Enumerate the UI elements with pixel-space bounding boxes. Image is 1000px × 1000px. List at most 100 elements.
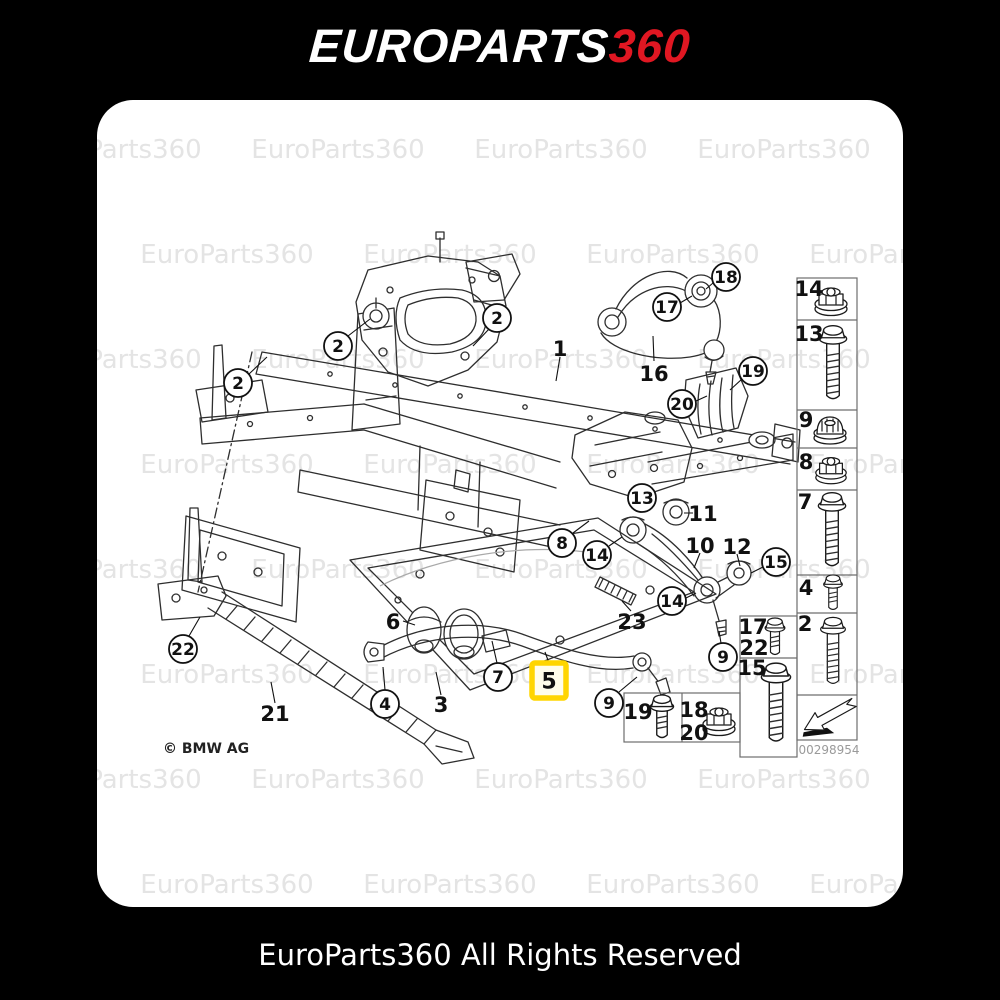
dowel-pin (594, 576, 637, 606)
short-bolt-icon (823, 574, 843, 610)
table-number-15: 15 (737, 656, 766, 680)
callout-number-19: 19 (741, 362, 765, 382)
watermark-text: EuroParts360 (363, 870, 536, 900)
callout-circle-9 (708, 642, 738, 672)
watermark-text: EuroParts360 (140, 660, 313, 690)
watermark-text: EuroParts360 (251, 135, 424, 165)
watermark-text: EuroParts360 (809, 660, 903, 690)
callout-number-9: 9 (717, 648, 729, 668)
callout-circle-2 (223, 368, 253, 398)
callout-circle-4 (370, 689, 400, 719)
callout-number-2: 2 (232, 374, 244, 394)
watermark-text: EuroParts360 (474, 345, 647, 375)
subframe-bushings (406, 606, 485, 660)
watermark-text: EuroParts360 (363, 450, 536, 480)
table-number-14: 14 (794, 277, 823, 301)
callout-circle-2 (323, 331, 353, 361)
callout-circle-13 (627, 483, 657, 513)
callout-circle-15 (761, 547, 791, 577)
callout-number-9: 9 (603, 694, 615, 714)
callout-number-4: 4 (379, 695, 391, 715)
table-number-22: 22 (739, 636, 768, 660)
callout-number-13: 13 (630, 489, 654, 509)
bmw-copyright: © BMW AG (163, 741, 249, 757)
watermark-text: EuroParts360 (697, 765, 870, 795)
watermark-text: EuroParts360 (586, 870, 759, 900)
europarts360-logo: EUROPARTS360 (0, 18, 1000, 73)
watermark-text: EuroParts360 (251, 555, 424, 585)
watermark-text: EuroParts360 (97, 765, 202, 795)
watermark-text: EuroParts360 (474, 765, 647, 795)
watermark-layer: EuroParts360EuroParts360EuroParts360Euro… (97, 135, 903, 900)
callout-circle-17 (652, 292, 682, 322)
table-number-8: 8 (799, 450, 814, 474)
table-number-2: 2 (798, 612, 813, 636)
watermark-text: EuroParts360 (97, 135, 202, 165)
callout-circle-7 (483, 662, 513, 692)
callout-number-15: 15 (764, 553, 788, 573)
leader-lines (188, 282, 764, 704)
callout-number-18: 18 (714, 268, 738, 288)
subframe-assembly (181, 231, 801, 623)
callout-number-2: 2 (332, 337, 344, 357)
cap-nut-icon (813, 416, 847, 445)
watermark-text: EuroParts360 (140, 240, 313, 270)
callout-number-17: 17 (655, 298, 679, 318)
callout-circle-19 (738, 356, 768, 386)
callout-number-23: 23 (617, 610, 646, 634)
callout-number-12: 12 (722, 535, 751, 559)
watermark-text: EuroParts360 (697, 135, 870, 165)
callout-circle-14 (582, 540, 612, 570)
callout-circle-18 (711, 262, 741, 292)
highlighted-callout-number: 5 (541, 670, 556, 695)
short-bolt-icon (649, 694, 675, 739)
callout-number-20: 20 (670, 395, 694, 415)
table-number-4: 4 (799, 576, 814, 600)
watermark-text: EuroParts360 (809, 240, 903, 270)
callout-number-7: 7 (492, 668, 504, 688)
highlighted-callout-box (529, 660, 569, 701)
fastener-table (623, 277, 858, 758)
callout-circle-14 (657, 586, 687, 616)
upper-control-arm (597, 270, 725, 385)
callout-number-8: 8 (556, 534, 568, 554)
logo-suffix-text: 360 (607, 19, 693, 72)
watermark-text: EuroParts360 (474, 135, 647, 165)
callout-number-22: 22 (171, 640, 195, 660)
callout-number-2: 2 (491, 309, 503, 329)
watermark-text: EuroParts360 (809, 870, 903, 900)
footer-text: EuroParts360 All Rights Reserved (258, 938, 742, 972)
lower-control-arm (619, 498, 752, 637)
watermark-text: EuroParts360 (474, 555, 647, 585)
callout-circle-22 (168, 634, 198, 664)
table-number-17: 17 (738, 615, 767, 639)
table-number-13: 13 (794, 322, 823, 346)
callout-number-3: 3 (434, 693, 449, 717)
direction-arrow-icon (802, 697, 857, 738)
table-number-7: 7 (798, 490, 813, 514)
callout-number-21: 21 (260, 702, 289, 726)
watermark-text: EuroParts360 (251, 765, 424, 795)
parts-diagram: EuroParts360EuroParts360EuroParts360Euro… (97, 135, 903, 900)
callout-number-11: 11 (688, 502, 717, 526)
table-number-20: 20 (679, 721, 708, 745)
callout-circle-8 (547, 528, 577, 558)
callout-number-14: 14 (585, 546, 609, 566)
callout-circle-20 (667, 389, 697, 419)
table-number-18: 18 (679, 698, 708, 722)
callout-number-6: 6 (386, 610, 401, 634)
logo-brand-text: EUROPARTS (307, 19, 612, 72)
callout-number-1: 1 (553, 337, 568, 361)
diagram-card: EuroParts360EuroParts360EuroParts360Euro… (97, 100, 903, 907)
callout-number-14: 14 (660, 592, 684, 612)
callout-circle-9 (594, 688, 624, 718)
callout-number-16: 16 (639, 362, 668, 386)
callout-circle-2 (482, 303, 512, 333)
table-number-9: 9 (799, 408, 814, 432)
watermark-text: EuroParts360 (140, 870, 313, 900)
stabilizer-bar (363, 624, 671, 696)
callout-number-10: 10 (685, 534, 714, 558)
plate-code: 00298954 (798, 743, 859, 757)
